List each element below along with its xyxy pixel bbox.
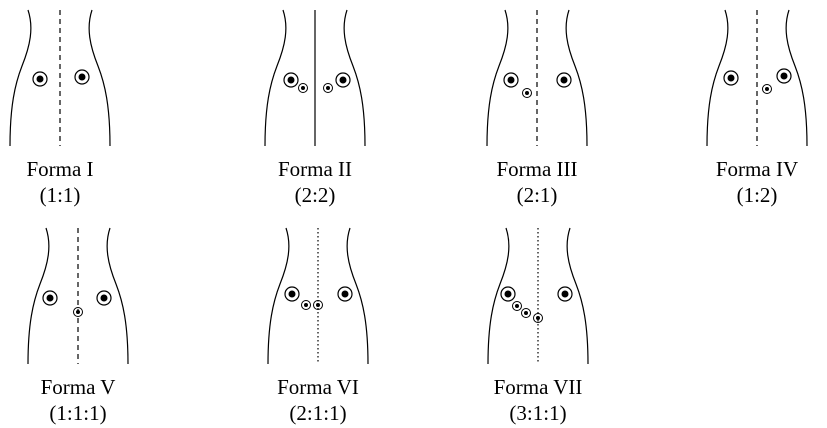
large-point-left xyxy=(32,71,48,87)
large-point-left xyxy=(42,290,58,306)
figure-forma-ii: Forma II (2:2) xyxy=(235,6,395,208)
figure-forma-iv: Forma IV (1:2) xyxy=(677,6,827,208)
figure-forma-i: Forma I (1:1) xyxy=(0,6,140,208)
small-point-2 xyxy=(521,308,531,318)
torso-outline-vi xyxy=(267,227,369,365)
figure-ratio: (2:1:1) xyxy=(289,401,347,425)
large-point-right xyxy=(556,72,572,88)
small-point-center xyxy=(313,300,323,310)
figure-forma-vii: Forma VII (3:1:1) xyxy=(458,224,618,426)
figure-title: Forma VII xyxy=(493,375,583,399)
figure-title: Forma I xyxy=(26,157,94,181)
figure-ratio: (3:1:1) xyxy=(509,401,567,425)
figure-title: Forma II xyxy=(277,157,353,181)
figure-ratio: (1:2) xyxy=(736,183,778,207)
figure-title: Forma VI xyxy=(277,375,359,399)
small-point-left xyxy=(298,83,308,93)
figure-title: Forma III xyxy=(496,157,578,181)
large-point-right xyxy=(337,286,353,302)
figure-ratio: (1:1) xyxy=(39,183,81,207)
torso-outline-iv xyxy=(706,9,808,147)
large-point-left xyxy=(503,72,519,88)
figure-ratio: (2:2) xyxy=(294,183,336,207)
small-point-1 xyxy=(512,301,522,311)
torso-outline-vii xyxy=(487,227,589,365)
figure-ratio: (2:1) xyxy=(516,183,558,207)
torso-outline-i xyxy=(9,9,111,147)
torso-outline-iii xyxy=(486,9,588,147)
small-point-center xyxy=(522,88,532,98)
large-point-left xyxy=(283,72,299,88)
figure-forma-iii: Forma III (2:1) xyxy=(457,6,617,208)
large-point-left xyxy=(500,286,516,302)
figure-forma-vi: Forma VI (2:1:1) xyxy=(238,224,398,426)
large-point-left xyxy=(723,70,739,86)
large-point-right xyxy=(557,286,573,302)
small-point-center xyxy=(73,307,83,317)
small-point-3 xyxy=(533,313,543,323)
large-point-right xyxy=(96,290,112,306)
small-point-right xyxy=(323,83,333,93)
figure-title: Forma V xyxy=(40,375,116,399)
figure-ratio: (1:1:1) xyxy=(49,401,107,425)
large-point-left xyxy=(284,286,300,302)
large-point-right xyxy=(776,68,792,84)
figure-title: Forma IV xyxy=(715,157,799,181)
torso-outline-v xyxy=(27,227,129,365)
figure-forma-v: Forma V (1:1:1) xyxy=(0,224,158,426)
small-point-left xyxy=(301,300,311,310)
torso-outline-ii xyxy=(264,9,366,147)
large-point-right xyxy=(335,72,351,88)
large-point-right xyxy=(74,69,90,85)
small-point-center xyxy=(762,84,772,94)
